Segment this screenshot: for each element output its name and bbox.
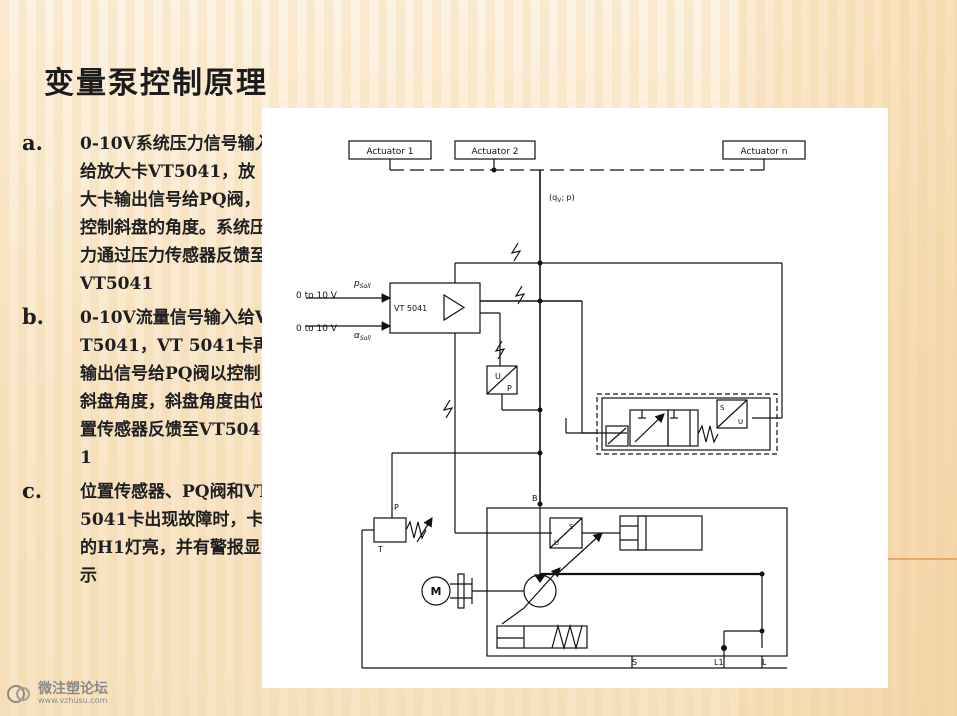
list-item-b: b. 0-10V流量信号输入给VT5041，VT 5041卡再输出信号给PQ阀以… xyxy=(22,304,272,472)
pq-sensor-s-label: S xyxy=(720,404,725,412)
pressure-setpoint-label: pSoll xyxy=(353,279,371,290)
relief-valve xyxy=(373,517,407,543)
flow-pressure-label: (qV; p) xyxy=(549,193,575,204)
port-t-label: T xyxy=(377,545,383,554)
pressure-setpoint-symbol: p xyxy=(353,279,360,289)
list-marker: a. xyxy=(22,130,43,155)
port-p-label: P xyxy=(394,503,399,512)
vt5041-label: VT 5041 xyxy=(394,304,427,313)
amplifier-icon xyxy=(443,293,466,322)
pq-sensor-u-label: U xyxy=(738,418,743,426)
list-item-c: c. 位置传感器、PQ阀和VT5041卡出现故障时，卡的H1灯亮，并有警报显示 xyxy=(22,478,272,590)
signal-lightning-icons xyxy=(442,242,526,419)
vt5041-card xyxy=(389,282,481,334)
bullet-list: a. 0-10V系统压力信号输入给放大卡VT5041，放大卡输出信号给PQ阀，控… xyxy=(22,130,272,596)
diagram-svg: Actuator 1 Actuator 2 Actuator n (qV; p)… xyxy=(296,140,806,669)
motor-label: M xyxy=(431,585,442,598)
motor xyxy=(421,576,451,606)
port-l-label: L xyxy=(762,658,767,667)
control-cylinder xyxy=(619,515,703,551)
flow-label-open: (q xyxy=(549,193,557,202)
list-marker: c. xyxy=(22,478,43,503)
sensor-s-label: S xyxy=(569,523,574,531)
page-title: 变量泵控制原理 xyxy=(44,66,268,101)
list-item-a: a. 0-10V系统压力信号输入给放大卡VT5041，放大卡输出信号给PQ阀，控… xyxy=(22,130,272,298)
angle-setpoint-symbol: α xyxy=(354,331,360,341)
accent-line xyxy=(888,558,957,560)
flow-label-rest: ; p) xyxy=(561,193,574,202)
actuator-2-label: Actuator 2 xyxy=(471,147,518,157)
actuator-1-label: Actuator 1 xyxy=(366,147,413,157)
sensor-u-label: U xyxy=(554,539,559,547)
pq-position-sensor xyxy=(716,399,748,429)
hydraulic-diagram: Actuator 1 Actuator 2 Actuator n (qV; p)… xyxy=(262,108,888,688)
input-1-label: 0 to 10 V xyxy=(296,291,338,301)
port-s-label: S xyxy=(632,658,637,667)
actuator-2-box xyxy=(454,140,536,160)
watermark-main: 微注塑论坛 xyxy=(38,681,108,697)
watermark-text: 微注塑论坛 www.vzhusu.com xyxy=(38,682,108,705)
angle-setpoint-label: αSoll xyxy=(354,331,371,342)
port-l1-label: L1 xyxy=(714,658,724,667)
pq-valve-frame xyxy=(596,393,778,455)
transducer-u-label: U xyxy=(495,372,501,381)
list-item-text: 0-10V系统压力信号输入给放大卡VT5041，放大卡输出信号给PQ阀，控制斜盘… xyxy=(80,134,272,294)
input-2-label: 0 to 10 V xyxy=(296,324,338,334)
watermark: 微注塑论坛 www.vzhusu.com xyxy=(6,682,108,705)
pq-valve xyxy=(601,397,771,451)
list-item-text: 0-10V流量信号输入给VT5041，VT 5041卡再输出信号给PQ阀以控制斜… xyxy=(80,308,271,468)
watermark-sub: www.vzhusu.com xyxy=(38,696,108,705)
list-marker: b. xyxy=(22,304,44,329)
pressure-setpoint-sub: Soll xyxy=(360,283,371,290)
compensator-piston xyxy=(496,625,588,649)
flow-label-sub: V xyxy=(557,197,562,204)
pump-unit-frame xyxy=(486,507,788,657)
watermark-logo-icon xyxy=(7,684,30,703)
port-b-label: B xyxy=(532,494,538,503)
list-item-text: 位置传感器、PQ阀和VT5041卡出现故障时，卡的H1灯亮，并有警报显示 xyxy=(80,482,270,586)
transducer-p-label: P xyxy=(507,384,512,393)
angle-setpoint-sub: Soll xyxy=(360,335,371,342)
actuator-n-label: Actuator n xyxy=(741,147,788,157)
